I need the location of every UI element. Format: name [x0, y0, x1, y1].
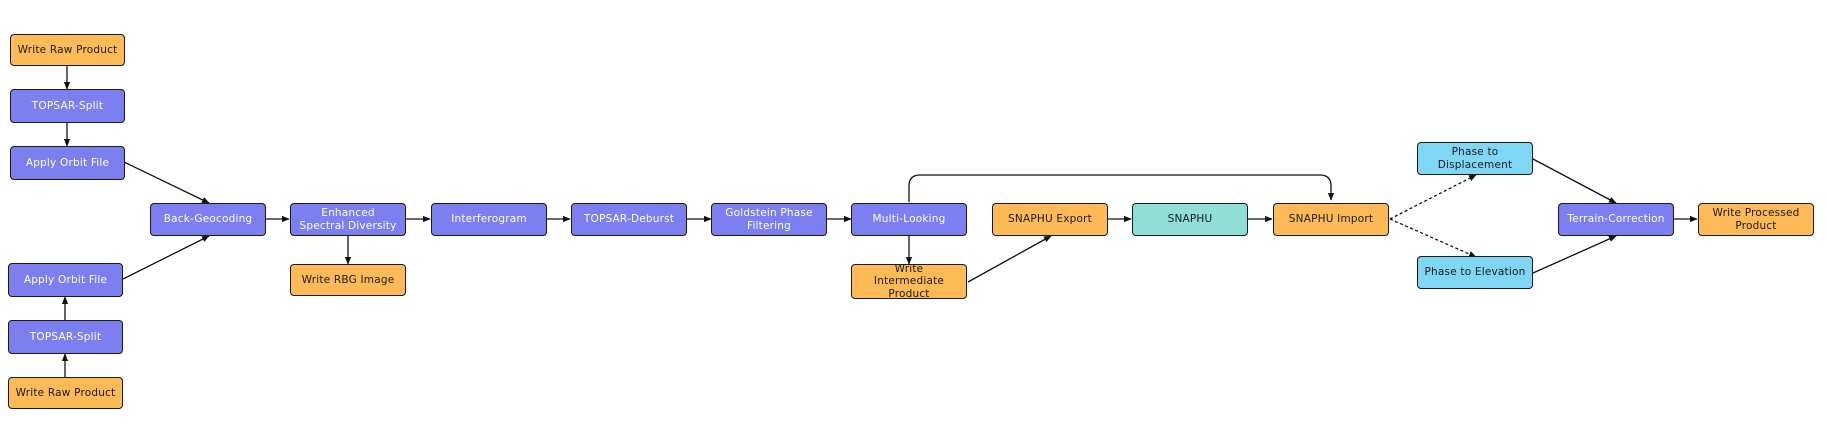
node-write-raw-product-bottom: Write Raw Product — [8, 377, 123, 409]
node-snaphu: SNAPHU — [1132, 203, 1248, 236]
node-topsar-split-bottom: TOPSAR-Split — [8, 320, 123, 354]
node-write-intermediate-product: Write Intermediate Product — [851, 263, 967, 300]
node-apply-orbit-file-bottom: Apply Orbit File — [8, 263, 123, 297]
node-write-raw-product-top: Write Raw Product — [10, 34, 125, 66]
node-interferogram: Interferogram — [431, 203, 547, 236]
node-topsar-split-top: TOPSAR-Split — [10, 89, 125, 123]
node-terrain-correction: Terrain-Correction — [1558, 203, 1674, 236]
node-snaphu-export: SNAPHU Export — [992, 203, 1108, 236]
node-snaphu-import: SNAPHU Import — [1273, 203, 1389, 236]
edge-multilook-to-import — [908, 174, 1335, 202]
edge-elevation-to-terrain — [1532, 235, 1617, 274]
node-enhanced-spectral-diversity: Enhanced Spectral Diversity — [290, 203, 406, 236]
node-write-rbg-image: Write RBG Image — [290, 264, 406, 296]
edge-intermediate-to-export — [967, 235, 1052, 283]
node-goldstein-phase-filtering: Goldstein Phase Filtering — [711, 203, 827, 236]
node-phase-to-elevation: Phase to Elevation — [1417, 256, 1533, 289]
edge-import-to-displacement — [1389, 174, 1477, 220]
node-multi-looking: Multi-Looking — [851, 203, 967, 236]
edge-import-to-elevation — [1389, 218, 1477, 258]
node-phase-to-displacement: Phase to Displacement — [1417, 142, 1533, 175]
node-back-geocoding: Back-Geocoding — [150, 203, 266, 236]
node-write-processed-product: Write Processed Product — [1698, 203, 1814, 236]
edge-displacement-to-terrain — [1532, 158, 1617, 204]
edge-orbit-bottom-to-backgeo — [122, 235, 210, 280]
node-apply-orbit-file-top: Apply Orbit File — [10, 146, 125, 180]
node-topsar-deburst: TOPSAR-Deburst — [571, 203, 687, 236]
edge-orbit-top-to-backgeo — [123, 161, 210, 204]
